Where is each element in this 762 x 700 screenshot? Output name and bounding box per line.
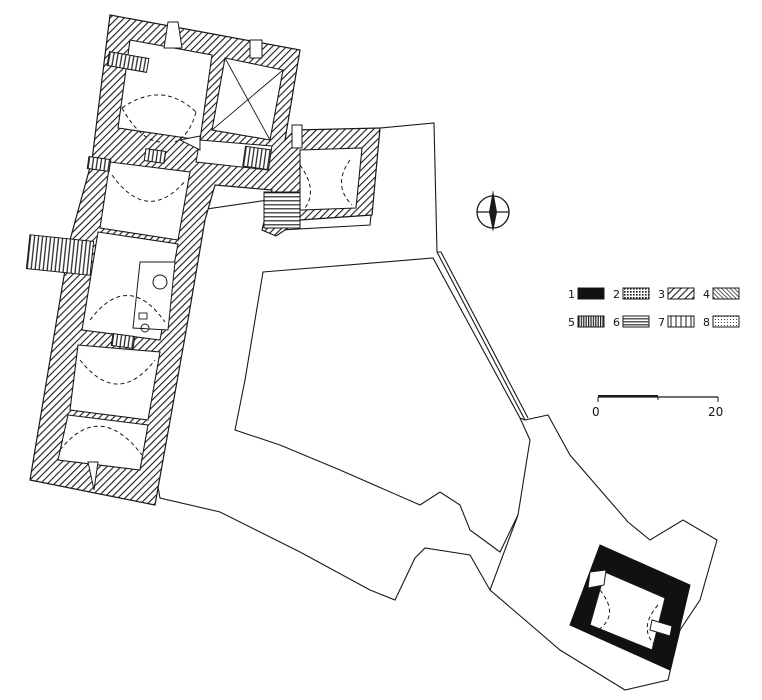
stair-passage xyxy=(242,145,272,171)
tower-room xyxy=(589,571,666,651)
stair-room3 xyxy=(143,148,167,164)
west-stair xyxy=(25,234,95,276)
legend-swatch-2 xyxy=(622,287,650,300)
scale-end-label: 20 xyxy=(708,405,723,419)
room-6 xyxy=(57,414,149,471)
room-2-cross xyxy=(211,57,284,141)
legend-key-8: 8 xyxy=(703,316,710,329)
fixture-small-circle xyxy=(140,323,150,333)
legend-key-2: 2 xyxy=(613,288,620,301)
fixture-circle xyxy=(152,274,168,290)
room-1 xyxy=(117,39,213,141)
vault-arcs xyxy=(59,94,353,456)
fixture-rect xyxy=(138,312,148,320)
legend-swatch-6 xyxy=(622,315,650,328)
room-5 xyxy=(69,344,161,421)
north-arrow-icon xyxy=(476,190,510,232)
scale-bar: 0 20 xyxy=(592,395,723,419)
legend-key-1: 1 xyxy=(568,288,575,301)
stair-top-left xyxy=(106,51,150,73)
legend-swatch-7 xyxy=(667,315,695,328)
tower-door xyxy=(587,569,607,589)
legend-key-7: 7 xyxy=(658,316,665,329)
legend-swatch-4 xyxy=(712,287,740,300)
legend-swatch-8 xyxy=(712,315,740,328)
loopholes xyxy=(87,21,303,491)
scale-start-label: 0 xyxy=(592,405,600,419)
tower xyxy=(569,544,691,671)
tower-vault-arcs xyxy=(597,589,659,646)
legend-swatch-5 xyxy=(577,315,605,328)
annex-room xyxy=(299,147,363,211)
legend-swatch-1 xyxy=(577,287,605,300)
stair-room5 xyxy=(110,332,136,350)
legend: 1 2 3 4 5 6 7 8 xyxy=(568,287,740,329)
stair-small xyxy=(86,155,112,173)
legend-key-4: 4 xyxy=(703,288,710,301)
legend-key-6: 6 xyxy=(613,316,620,329)
side-chamber xyxy=(132,261,176,331)
legend-key-3: 3 xyxy=(658,288,665,301)
legend-swatch-3 xyxy=(667,287,695,300)
legend-key-5: 5 xyxy=(568,316,575,329)
main-building xyxy=(25,14,381,506)
tower-loophole xyxy=(649,619,673,637)
stair-annex xyxy=(263,191,301,229)
